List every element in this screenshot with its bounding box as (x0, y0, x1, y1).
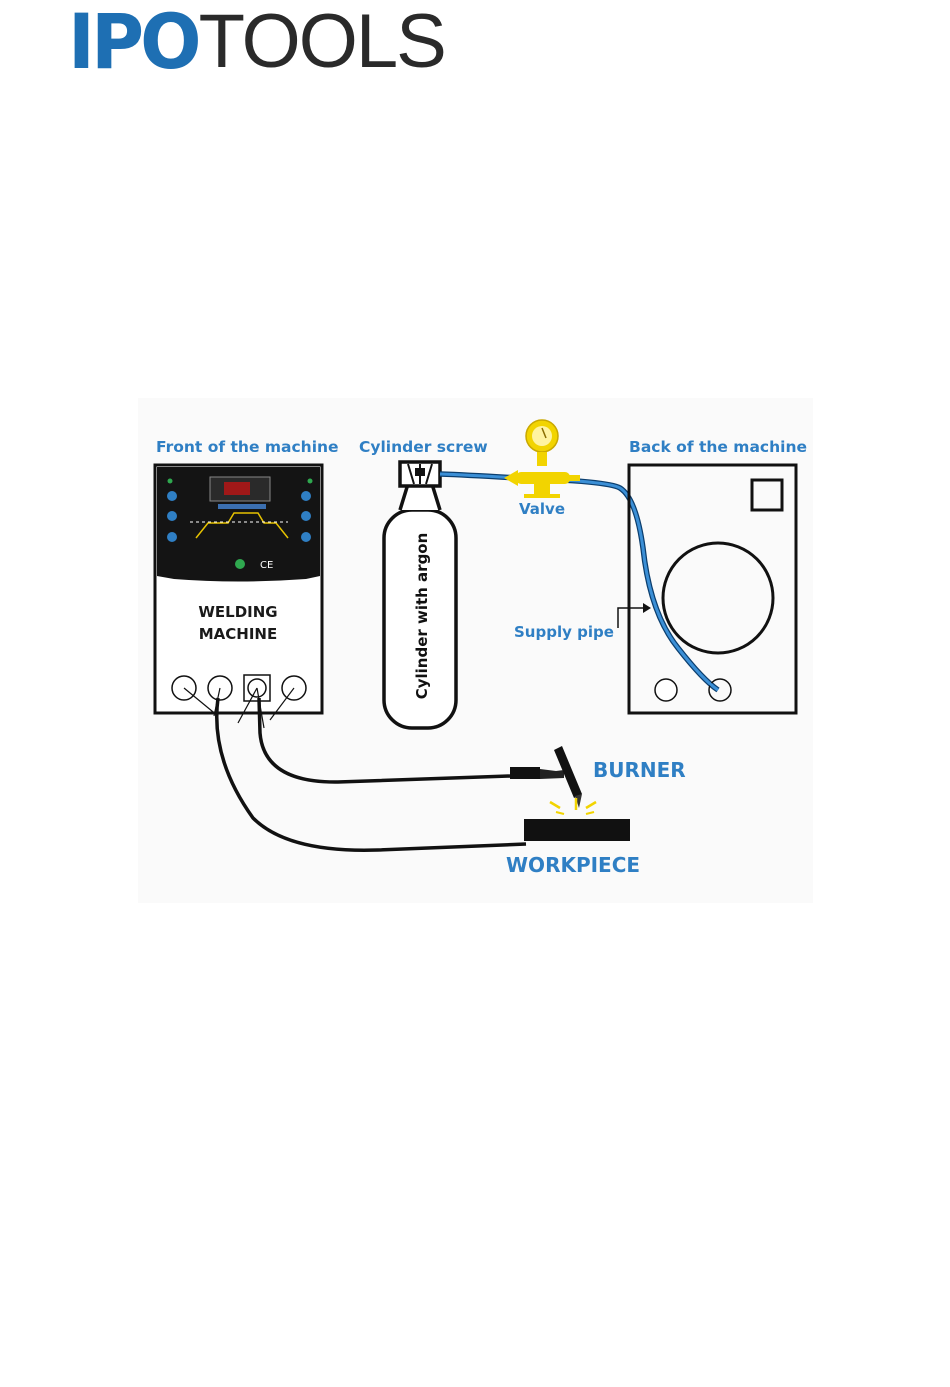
welding-machine-front: CE WELDING MACHINE (155, 465, 322, 728)
gas-inlet-icon (709, 679, 731, 701)
workpiece-label: WORKPIECE (506, 853, 640, 877)
welding-machine-label-line2: MACHINE (199, 625, 277, 643)
panel-button-icon (167, 511, 177, 521)
workpiece-icon (524, 819, 630, 841)
power-indicator-icon (235, 559, 245, 569)
digital-readout-icon (224, 482, 250, 495)
diagram-svg: Front of the machine Cylinder screw Back… (138, 398, 813, 903)
burner-label: BURNER (593, 758, 686, 782)
ce-mark: CE (260, 560, 273, 571)
logo-ipo-text: IPO (68, 6, 198, 78)
rear-socket-icon (655, 679, 677, 701)
rear-switch-icon (752, 480, 782, 510)
spark-icon (550, 798, 596, 814)
tig-torch-icon (510, 746, 582, 808)
cylinder-screw-label: Cylinder screw (359, 438, 488, 456)
ipotools-logo: IPO TOOLS (68, 6, 445, 78)
welding-machine-label-line1: WELDING (198, 603, 277, 621)
logo-tools-text: TOOLS (199, 6, 445, 78)
tig-connection-diagram: Front of the machine Cylinder screw Back… (138, 398, 813, 903)
panel-button-icon (167, 532, 177, 542)
supply-pipe (440, 474, 718, 690)
front-of-machine-label: Front of the machine (156, 438, 339, 456)
cylinder-label: Cylinder with argon (413, 533, 431, 700)
fan-icon (663, 543, 773, 653)
supply-pipe-label: Supply pipe (514, 623, 614, 641)
panel-button-icon (301, 491, 311, 501)
panel-button-icon (301, 532, 311, 542)
argon-cylinder: Cylinder with argon (384, 462, 456, 728)
welding-machine-back (629, 465, 796, 713)
supply-pipe-outline (440, 474, 718, 690)
valve-label: Valve (519, 500, 565, 518)
panel-button-icon (301, 511, 311, 521)
valve-icon (504, 420, 580, 498)
back-of-machine-label: Back of the machine (629, 438, 807, 456)
panel-button-icon (167, 491, 177, 501)
